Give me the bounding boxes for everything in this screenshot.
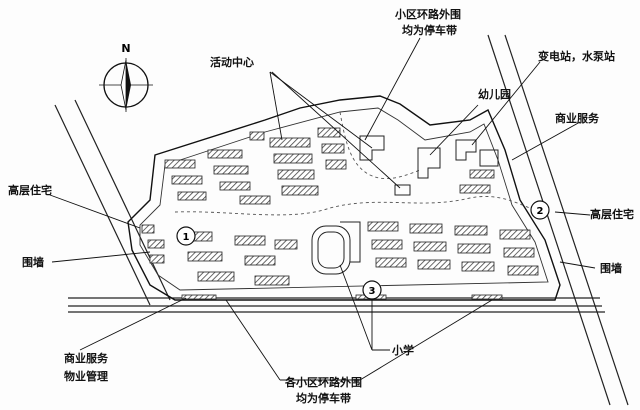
label-commercial-right: 商业服务 [555, 112, 599, 125]
label-activity-center: 活动中心 [210, 56, 254, 69]
label-loop-top-1: 小区环路外围 [395, 8, 461, 21]
inner-loop-road [139, 107, 549, 291]
road-left-diagonal [54, 99, 171, 306]
label-commercial-bottom: 商业服务 [64, 352, 108, 365]
marker-1: 1 [176, 226, 196, 246]
label-highrise-right: 高层住宅 [590, 208, 634, 221]
label-loop-top-2: 均为停车带 [402, 24, 457, 37]
label-loop-bottom-2: 均为停车带 [296, 392, 351, 405]
leader-lines [49, 37, 596, 381]
label-substation: 变电站，水泵站 [538, 50, 615, 63]
road-right-diagonal [487, 34, 629, 406]
internal-dashed-path [174, 196, 536, 216]
label-school: 小学 [392, 344, 414, 357]
label-highrise-left: 高层住宅 [8, 184, 52, 197]
marker-3: 3 [362, 280, 382, 300]
label-wall-right: 围墙 [600, 262, 622, 275]
north-label: N [121, 42, 130, 55]
label-loop-bottom-1: 各小区环路外围 [285, 376, 362, 389]
label-property-mgmt: 物业管理 [64, 370, 108, 383]
activity-center-building [359, 135, 411, 196]
north-arrow-icon [99, 58, 153, 112]
svg-text:3: 3 [369, 286, 376, 297]
school-grounds [311, 221, 361, 275]
label-wall-left: 围墙 [22, 256, 44, 269]
internal-dashed-path-2 [339, 111, 421, 180]
site-boundary [127, 95, 561, 301]
marker-2: 2 [530, 200, 550, 220]
residential-blocks [141, 127, 539, 300]
svg-text:2: 2 [537, 206, 544, 217]
svg-text:1: 1 [183, 232, 190, 243]
label-kindergarten: 幼儿园 [478, 88, 511, 101]
